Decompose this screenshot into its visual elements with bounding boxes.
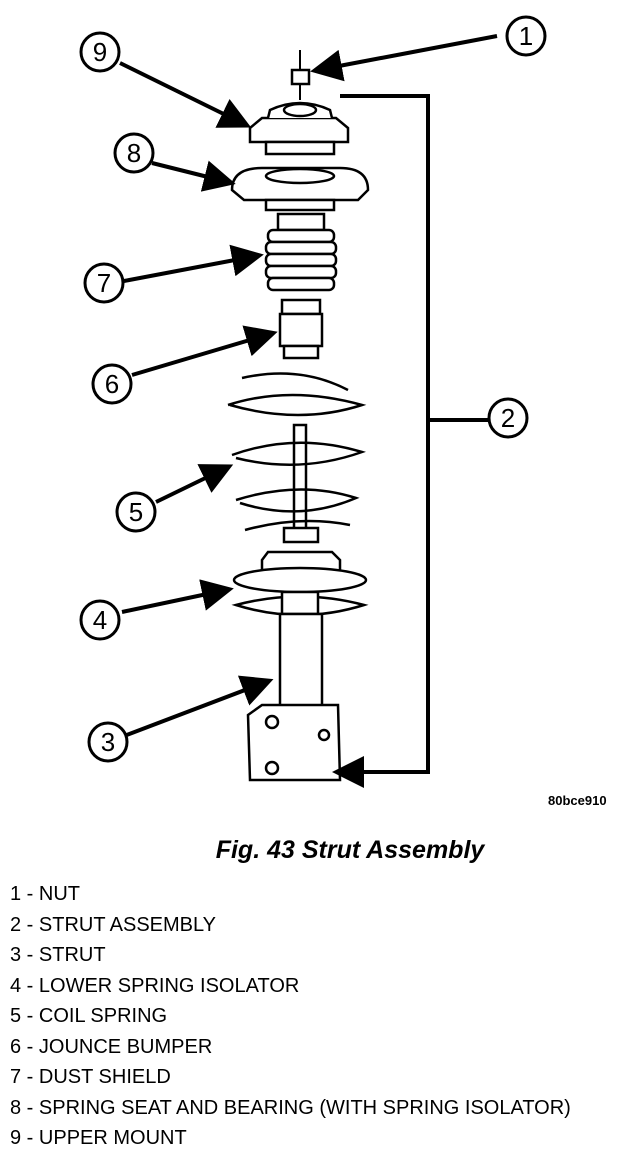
legend-item: 3 - STRUT: [10, 940, 571, 971]
callout-2: 2: [487, 397, 529, 439]
legend-sep: -: [21, 1127, 39, 1149]
legend-sep: -: [21, 944, 39, 966]
legend-text: UPPER MOUNT: [38, 1127, 187, 1149]
legend-text: STRUT ASSEMBLY: [38, 913, 216, 936]
legend-item: 1 - NUT: [10, 879, 571, 910]
callout-5: 5: [115, 491, 157, 533]
legend-text: COIL SPRING: [38, 1005, 168, 1027]
leader-arrow-4: [121, 579, 234, 614]
callout-number: 9: [93, 37, 107, 67]
legend-sep: -: [21, 974, 39, 997]
callout-4: 4: [79, 599, 121, 641]
callout-number: 5: [129, 497, 143, 527]
legend-number: 5: [10, 1005, 22, 1027]
callout-8: 8: [113, 132, 155, 174]
callout-number: 1: [519, 21, 533, 51]
legend-text: NUT: [38, 883, 81, 905]
strut-part: [246, 590, 342, 782]
legend-text: LOWER SPRING ISOLATOR: [38, 974, 300, 997]
figure-code: 80bce910: [548, 793, 607, 808]
legend-number: 7: [10, 1066, 22, 1088]
bracket-assembly-2: [332, 94, 430, 788]
leader-arrow-5: [155, 464, 234, 504]
callout-number: 6: [105, 369, 119, 399]
spring-seat-bearing-part: [230, 166, 370, 212]
legend-text: JOUNCE BUMPER: [38, 1035, 213, 1058]
legend-item: 4 - LOWER SPRING ISOLATOR: [10, 971, 571, 1002]
jounce-bumper-part: [278, 298, 324, 360]
upper-mount-part: [248, 101, 350, 156]
legend-sep: -: [21, 1005, 39, 1027]
callout-7: 7: [83, 262, 125, 304]
leader-arrow-7: [123, 244, 264, 283]
legend-sep: -: [21, 883, 39, 905]
callout-number: 2: [501, 403, 515, 433]
nut-part: [290, 50, 311, 100]
coil-spring-part: [227, 372, 367, 532]
callout-1: 1: [505, 15, 547, 57]
callout-3: 3: [87, 721, 129, 763]
callout-number: 8: [127, 138, 141, 168]
legend-number: 3: [10, 944, 22, 966]
legend-text: DUST SHIELD: [38, 1066, 171, 1088]
legend-number: 6: [10, 1035, 22, 1058]
leader-arrow-9: [119, 61, 252, 128]
legend-sep: -: [21, 1096, 39, 1119]
legend-sep: -: [21, 1035, 39, 1058]
legend-item: 2 - STRUT ASSEMBLY: [10, 910, 571, 941]
legend-text: STRUT: [38, 944, 106, 966]
legend-number: 4: [10, 974, 22, 997]
dust-shield-part: [264, 212, 338, 292]
callout-number: 4: [93, 605, 107, 635]
leader-arrow-8: [151, 160, 236, 192]
legend-item: 9 - UPPER MOUNT: [10, 1123, 571, 1154]
legend-number: 9: [10, 1127, 22, 1149]
legend-number: 8: [10, 1096, 22, 1119]
strut-assembly-diagram: 1 2 3 4 5 6 7 8 9: [79, 15, 547, 788]
legend-item: 7 - DUST SHIELD: [10, 1062, 571, 1093]
figure-title: Fig. 43 Strut Assembly: [215, 836, 485, 864]
leader-arrow-3: [123, 675, 274, 738]
legend-text: SPRING SEAT AND BEARING (WITH SPRING ISO…: [38, 1096, 571, 1119]
legend-sep: -: [21, 913, 39, 936]
leader-arrow-1: [310, 34, 498, 82]
callout-9: 9: [79, 31, 121, 73]
callout-6: 6: [91, 363, 133, 405]
legend-item: 6 - JOUNCE BUMPER: [10, 1032, 571, 1063]
legend-sep: -: [21, 1066, 39, 1088]
callout-number: 7: [97, 268, 111, 298]
legend-number: 1: [10, 883, 22, 905]
leader-arrow-6: [131, 325, 278, 377]
parts-legend: 1 - NUT 2 - STRUT ASSEMBLY 3 - STRUT 4 -…: [10, 879, 571, 1154]
callout-number: 3: [101, 727, 115, 757]
legend-number: 2: [10, 913, 22, 936]
legend-item: 8 - SPRING SEAT AND BEARING (WITH SPRING…: [10, 1093, 571, 1124]
legend-item: 5 - COIL SPRING: [10, 1001, 571, 1032]
